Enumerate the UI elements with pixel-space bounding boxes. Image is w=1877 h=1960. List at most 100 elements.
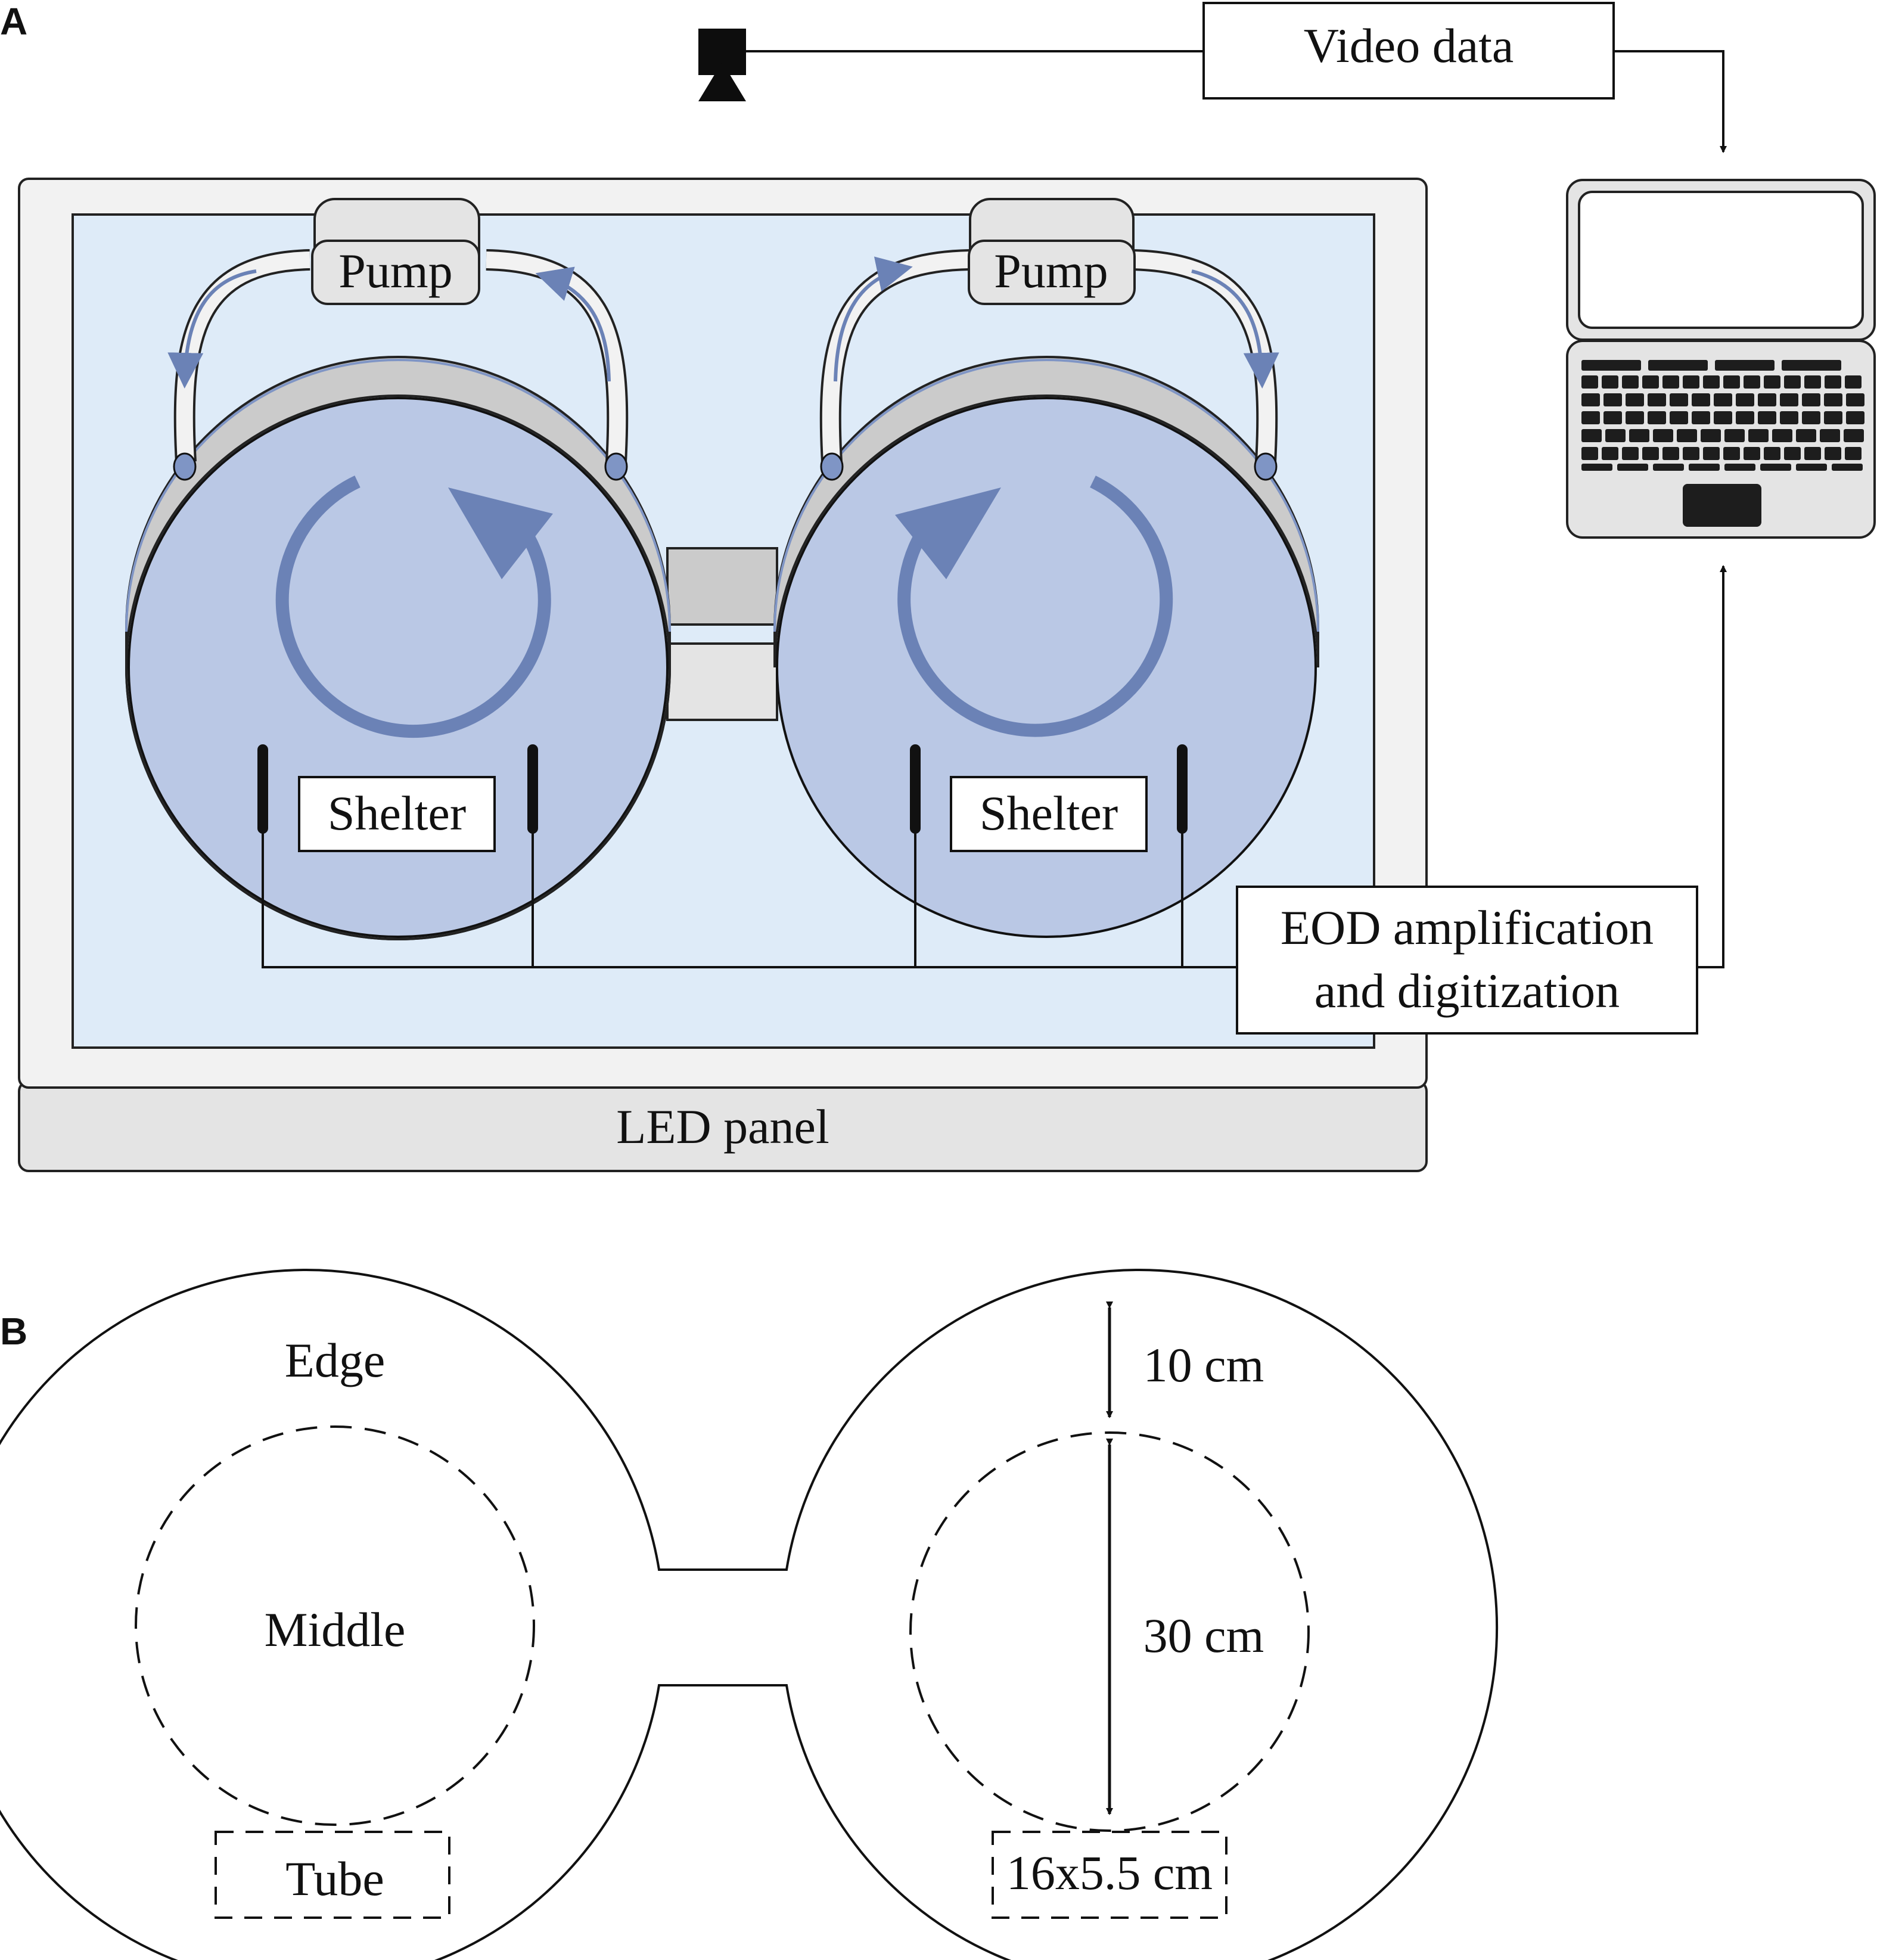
keyboard-key	[1603, 411, 1622, 424]
keyboard-key	[1626, 393, 1644, 406]
keyboard-key	[1653, 464, 1684, 471]
keyboard-key	[1744, 447, 1760, 460]
keyboard-key	[1714, 393, 1732, 406]
flow-arrow-icon	[834, 256, 913, 382]
keyboard-key	[1581, 464, 1612, 471]
keyboard-key	[1846, 393, 1864, 406]
panel-b-letter: B	[0, 1310, 27, 1353]
panel-b: B Edge Middle Tube 10 cm 30 cm 16x5.5 cm	[0, 1269, 1499, 1960]
keyboard-key	[1724, 429, 1745, 442]
eod-box: EOD amplification and digitization	[1236, 886, 1698, 1035]
keyboard-key	[1782, 360, 1841, 371]
laptop-keyboard	[1581, 360, 1864, 471]
keyboard-key	[1780, 393, 1798, 406]
keyboard-key	[1670, 393, 1688, 406]
flow-arrow-icon	[167, 269, 257, 389]
flow-arrow-icon	[535, 266, 611, 382]
hose-outlet	[604, 452, 628, 481]
flow-arrow-icon	[448, 487, 553, 579]
flow-arrow-icon	[1191, 269, 1279, 389]
camera-icon	[698, 29, 746, 101]
keyboard-key	[1772, 429, 1792, 442]
pump-system-right: Pump	[819, 198, 1279, 481]
keyboard-key	[1760, 464, 1791, 471]
arena-outline	[0, 1269, 1499, 1960]
keyboard-key	[1758, 393, 1776, 406]
keyboard-key	[1602, 447, 1618, 460]
keyboard-key	[1581, 375, 1598, 389]
keyboard-key	[1629, 429, 1649, 442]
keyboard-key	[1648, 393, 1666, 406]
keyboard-key	[1581, 447, 1598, 460]
keyboard-key	[1653, 429, 1673, 442]
keyboard-key	[1648, 411, 1666, 424]
keyboard-key	[1764, 375, 1780, 389]
keyboard-key	[1784, 447, 1801, 460]
eod-label-line-2: and digitization	[1314, 964, 1620, 1018]
tunnel-upper	[666, 547, 778, 626]
hose-outlet	[1254, 452, 1278, 481]
keyboard-key	[1820, 429, 1840, 442]
keyboard-key	[1670, 411, 1688, 424]
keyboard-key	[1825, 375, 1841, 389]
keyboard-key	[1804, 447, 1821, 460]
keyboard-key	[1642, 447, 1659, 460]
keyboard-key	[1581, 429, 1602, 442]
middle-label: Middle	[265, 1602, 406, 1657]
keyboard-key	[1784, 375, 1801, 389]
video-data-arrow	[1614, 50, 1727, 153]
edge-width-label: 10 cm	[1143, 1338, 1264, 1392]
eod-data-arrow	[1697, 565, 1727, 968]
keyboard-key	[1824, 411, 1842, 424]
keyboard-key	[1804, 375, 1821, 389]
keyboard-key	[1758, 411, 1776, 424]
keyboard-key	[1825, 447, 1841, 460]
keyboard-key	[1662, 375, 1679, 389]
tunnel-lower	[666, 642, 778, 721]
circular-flow-right	[895, 476, 1173, 737]
keyboard-key	[1744, 375, 1760, 389]
hose-outlet	[173, 452, 197, 481]
keyboard-key	[1626, 411, 1644, 424]
circular-flow-left	[275, 476, 553, 738]
video-data-label: Video data	[1304, 18, 1514, 73]
keyboard-key	[1802, 411, 1820, 424]
keyboard-key	[1683, 447, 1699, 460]
keyboard-key	[1724, 464, 1755, 471]
edge-label: Edge	[285, 1333, 385, 1387]
keyboard-key	[1605, 429, 1626, 442]
keyboard-key	[1689, 464, 1720, 471]
keyboard-key	[1723, 375, 1740, 389]
keyboard-key	[1845, 447, 1862, 460]
keyboard-key	[1802, 393, 1820, 406]
keyboard-key	[1714, 411, 1732, 424]
middle-diameter-label: 30 cm	[1143, 1608, 1264, 1663]
middle-zone-left	[135, 1425, 535, 1826]
keyboard-key	[1581, 393, 1600, 406]
keyboard-key	[1736, 393, 1754, 406]
led-panel-label: LED panel	[616, 1099, 829, 1154]
keyboard-key	[1723, 447, 1740, 460]
keyboard-key	[1845, 375, 1862, 389]
electrode-wires	[262, 828, 1237, 968]
shelter-left: Shelter	[298, 776, 496, 852]
keyboard-key	[1692, 393, 1710, 406]
tube-label: Tube	[285, 1852, 384, 1906]
keyboard-key	[1796, 464, 1827, 471]
keyboard-key	[1764, 447, 1780, 460]
keyboard-key	[1824, 393, 1842, 406]
keyboard-key	[1832, 464, 1863, 471]
keyboard-key	[1581, 360, 1641, 371]
shelter-right: Shelter	[950, 776, 1148, 852]
hose-outlet	[820, 452, 844, 481]
laptop-icon	[1566, 179, 1876, 539]
keyboard-key	[1662, 447, 1679, 460]
keyboard-key	[1703, 447, 1720, 460]
pump-label-left: Pump	[338, 244, 452, 298]
shelter-label-left: Shelter	[328, 786, 466, 840]
keyboard-key	[1736, 411, 1754, 424]
keyboard-key	[1602, 375, 1618, 389]
keyboard-key	[1622, 447, 1639, 460]
keyboard-key	[1677, 429, 1697, 442]
keyboard-key	[1796, 429, 1816, 442]
